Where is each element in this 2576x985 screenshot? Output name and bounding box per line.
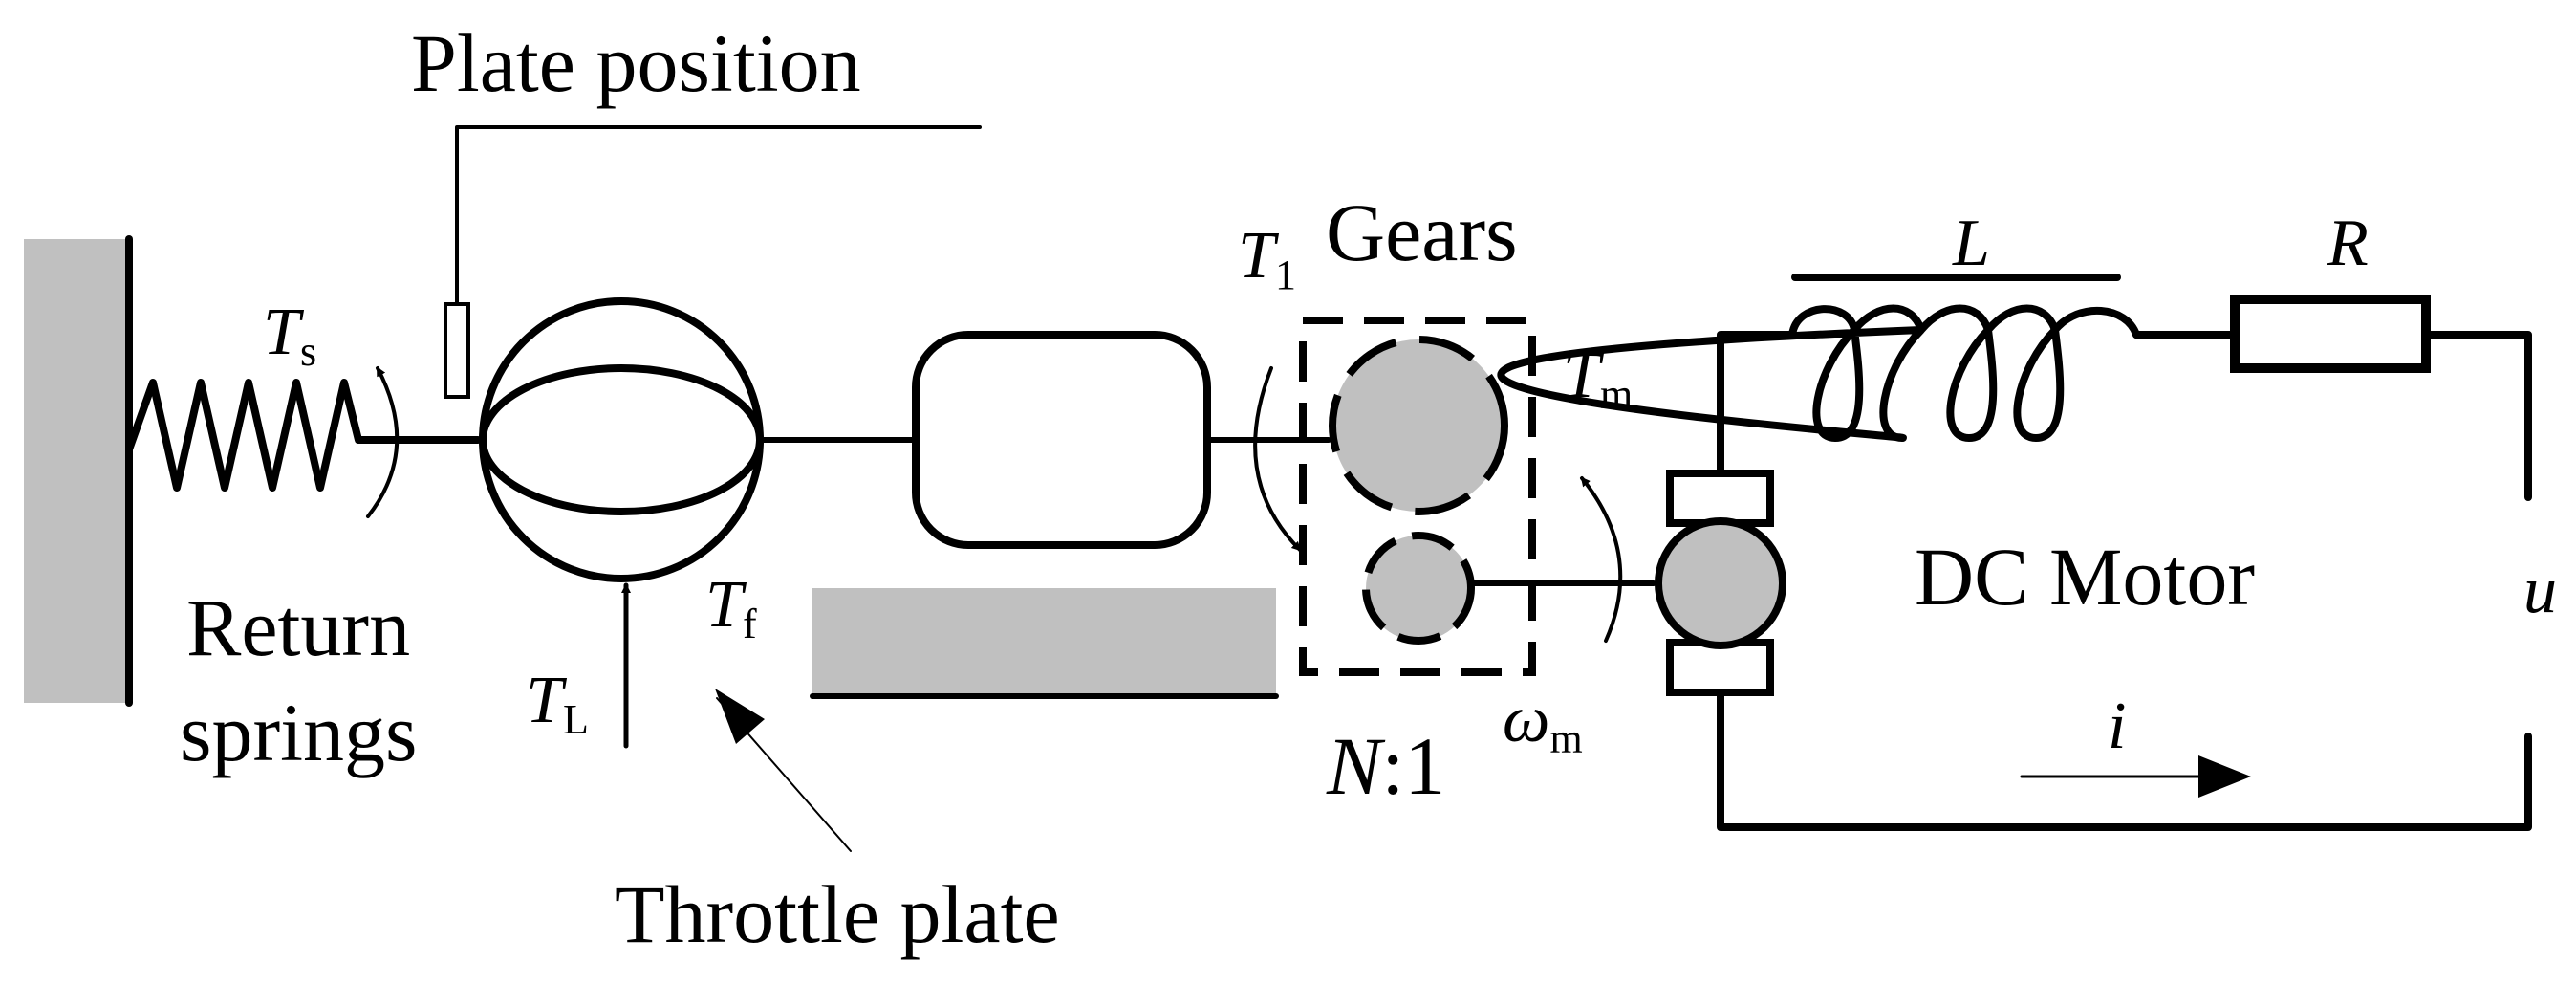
housing-bar <box>810 588 1279 699</box>
throttle-body <box>479 297 764 582</box>
plate-position-label: Plate position <box>411 17 861 109</box>
gears-label: Gears <box>1326 186 1518 278</box>
coupling <box>912 331 1211 549</box>
ts-symbol: Ts <box>263 296 316 375</box>
current-symbol: i <box>2108 690 2126 763</box>
resistor <box>2230 295 2431 373</box>
inductor <box>1497 274 2140 442</box>
torque-ts-arrow <box>366 366 400 518</box>
plate-position-sensor <box>444 125 982 399</box>
dc-motor <box>1655 470 1786 696</box>
torque-t1-arrow <box>1253 366 1302 552</box>
gears-box <box>1299 317 1536 676</box>
gear-ratio-label: N:1 <box>1326 720 1445 812</box>
big-gear <box>1329 336 1508 515</box>
inductance-symbol: L <box>1952 207 1990 280</box>
t1-symbol: T1 <box>1238 219 1296 298</box>
wm-symbol: ωm <box>1503 683 1583 762</box>
wall <box>24 235 133 707</box>
resistance-symbol: R <box>2327 207 2369 280</box>
torque-tm-arrow <box>1580 476 1623 643</box>
return-springs-label-2: springs <box>180 687 417 778</box>
dc-motor-label: DC Motor <box>1915 531 2255 623</box>
return-spring <box>125 379 482 492</box>
tl-symbol: TL <box>526 664 589 743</box>
throttle-plate-label: Throttle plate <box>615 868 1060 960</box>
small-gear <box>1362 532 1475 645</box>
current-arrow-head <box>2198 755 2251 798</box>
tf-symbol: Tf <box>705 568 757 647</box>
throttle-plate-pointer-head <box>715 689 765 744</box>
return-springs-label-1: Return <box>186 581 410 673</box>
tm-symbol: Tm <box>1563 339 1633 418</box>
voltage-symbol: u <box>2523 554 2557 627</box>
